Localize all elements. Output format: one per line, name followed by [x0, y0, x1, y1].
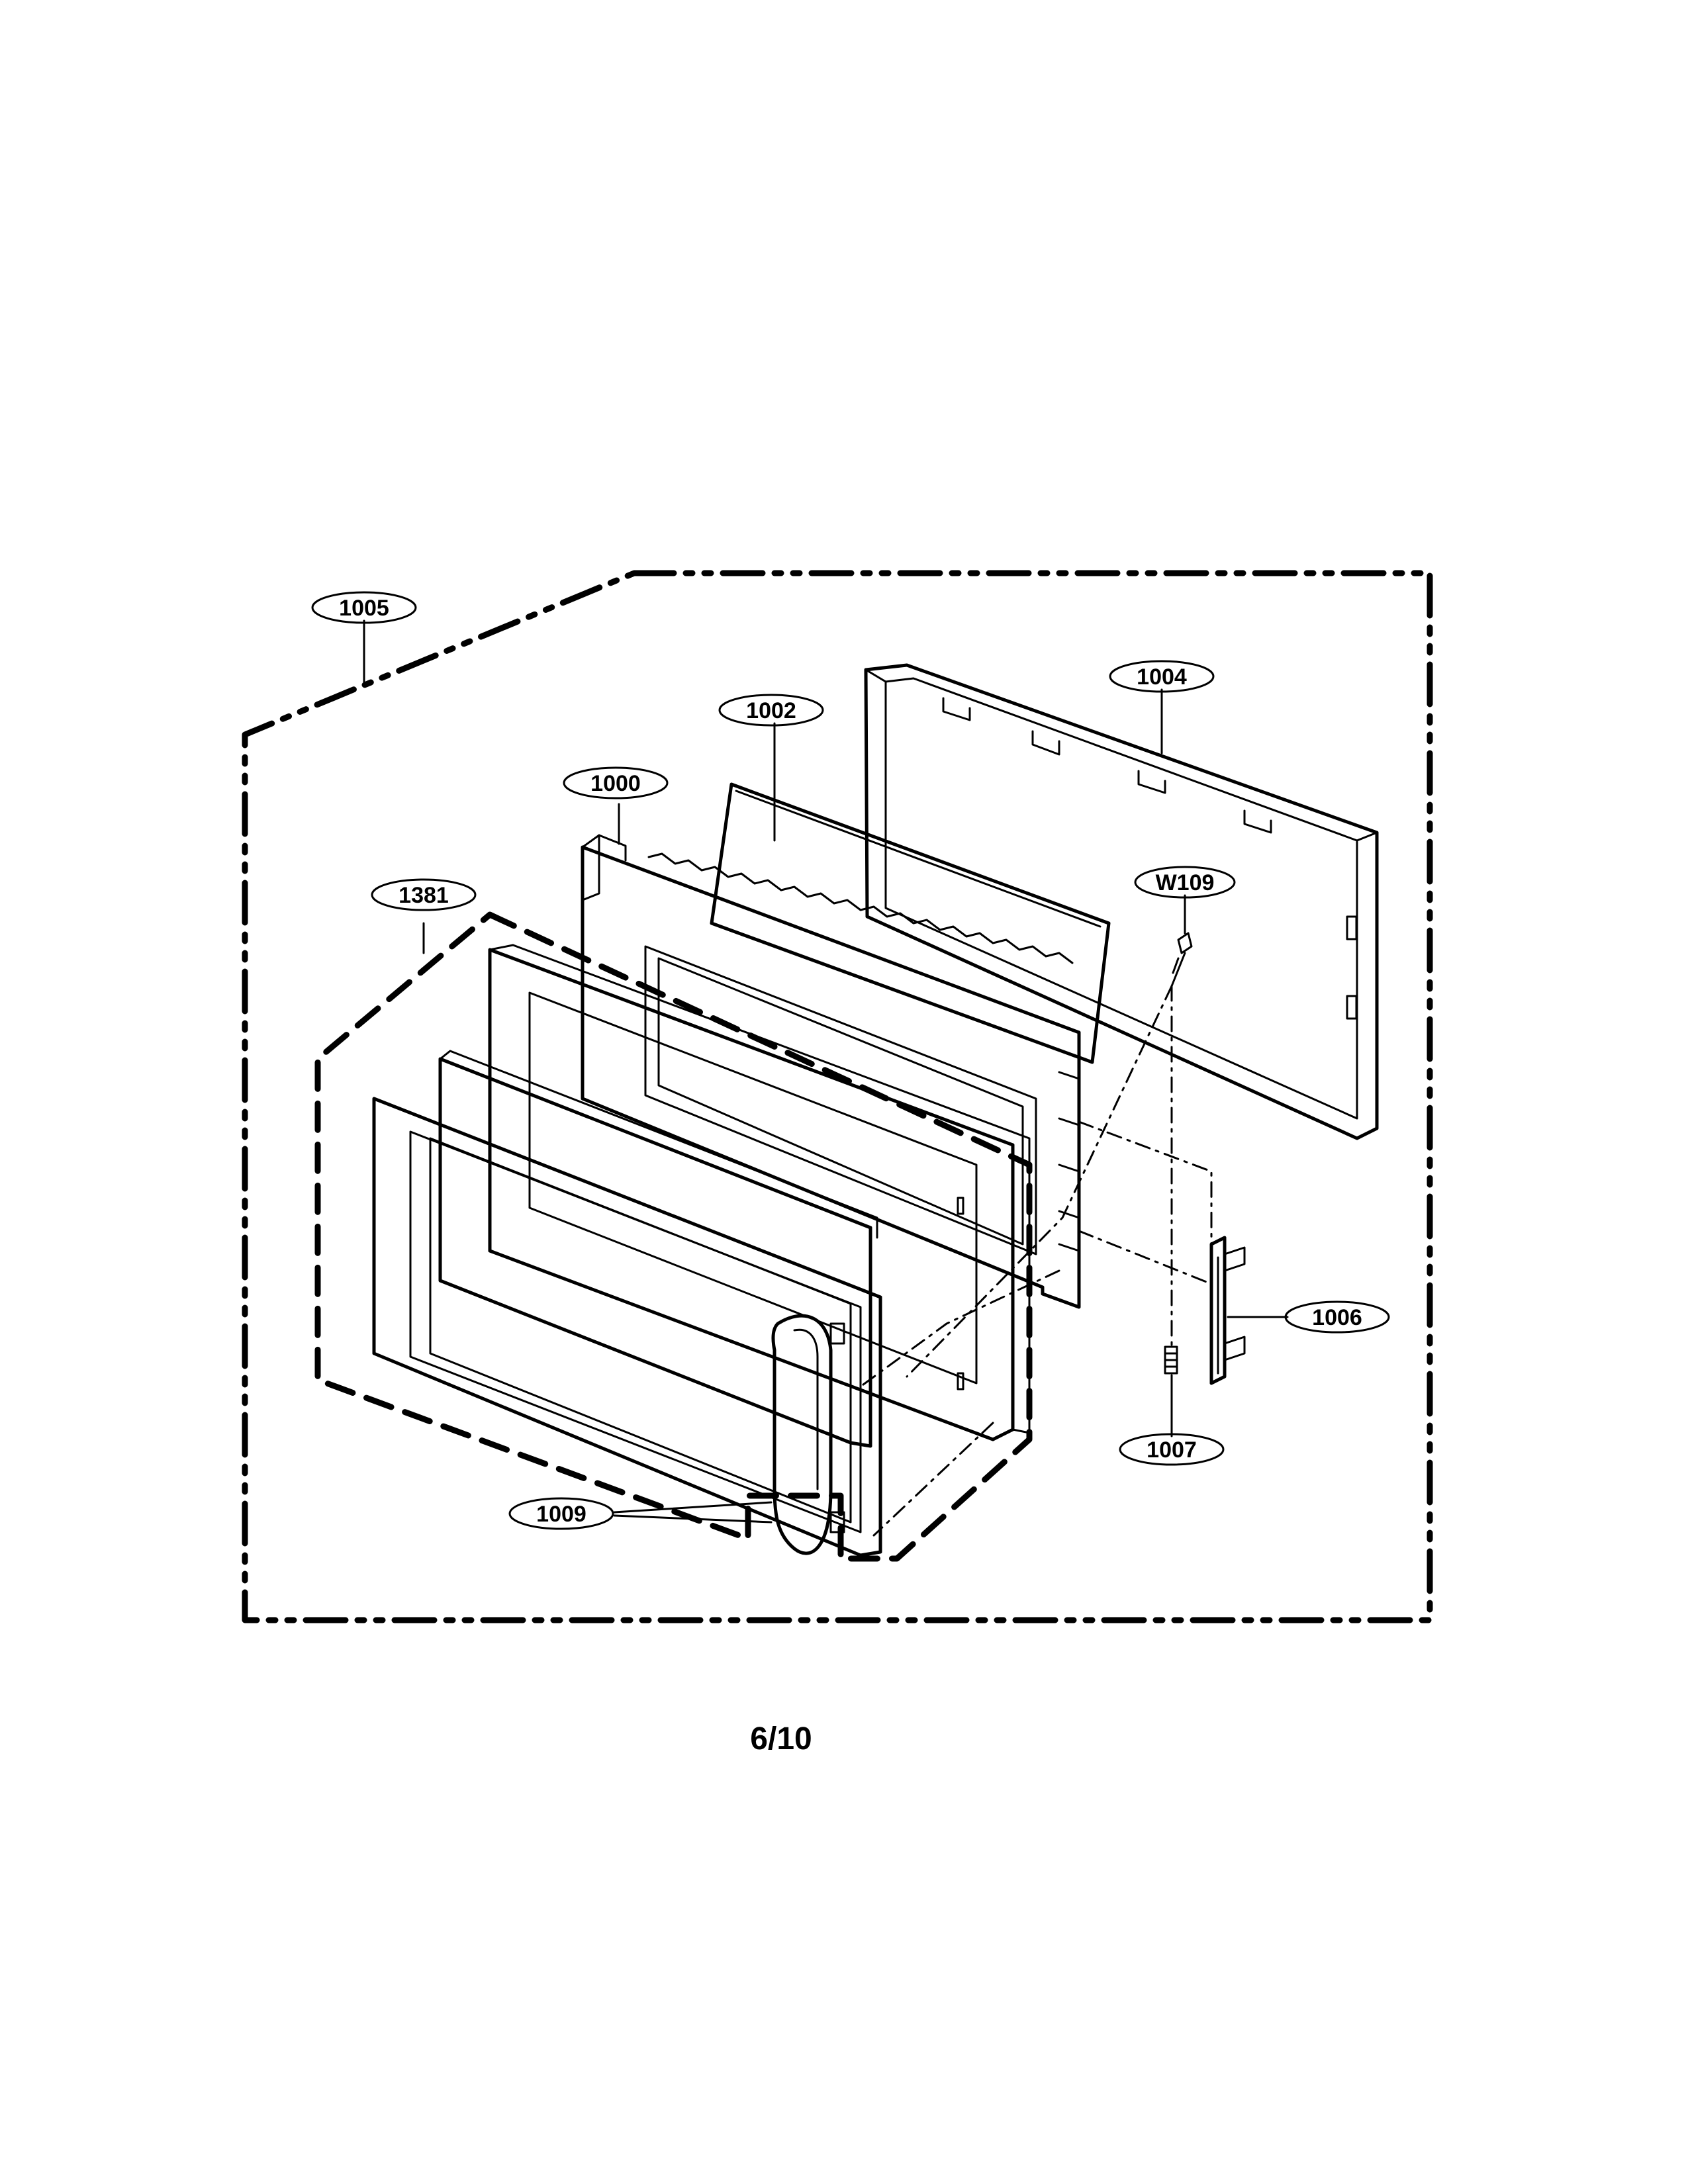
svg-text:W109: W109 — [1156, 870, 1215, 895]
door-middle-frame — [438, 1050, 878, 1448]
callout-1007: 1007 — [1119, 1433, 1225, 1466]
svg-text:1006: 1006 — [1312, 1305, 1362, 1330]
callout-1005: 1005 — [311, 591, 417, 624]
callout-1004: 1004 — [1109, 660, 1215, 693]
callout-leader-lines — [363, 619, 1289, 1524]
svg-text:1000: 1000 — [590, 771, 641, 796]
glass-panel-part-1002 — [710, 782, 1111, 1064]
svg-text:1005: 1005 — [339, 596, 389, 621]
assembly-guide-lines — [859, 985, 1213, 1537]
door-handle-part-1009 — [771, 1314, 845, 1555]
callout-1002: 1002 — [718, 694, 824, 727]
svg-text:1381: 1381 — [399, 883, 449, 908]
latch-part-1006 — [1209, 1236, 1246, 1385]
screw-part-W109 — [1170, 932, 1193, 987]
page-number: 6/10 — [750, 1721, 812, 1756]
callout-1000: 1000 — [563, 766, 669, 799]
callout-1006: 1006 — [1284, 1300, 1390, 1334]
callout-W109: W109 — [1134, 866, 1236, 899]
svg-text:1007: 1007 — [1147, 1437, 1197, 1463]
callout-1009: 1009 — [508, 1497, 614, 1530]
door-frame-part-1004 — [864, 663, 1379, 1140]
callout-1381: 1381 — [371, 878, 477, 911]
door-liner — [488, 944, 1031, 1441]
svg-text:1002: 1002 — [746, 698, 796, 723]
door-front-panel — [372, 1097, 882, 1557]
spring-part-1007 — [1164, 1345, 1178, 1375]
svg-text:1004: 1004 — [1137, 664, 1187, 690]
assembly-boundary-1005 — [242, 570, 1433, 1623]
svg-text:1009: 1009 — [536, 1502, 586, 1527]
